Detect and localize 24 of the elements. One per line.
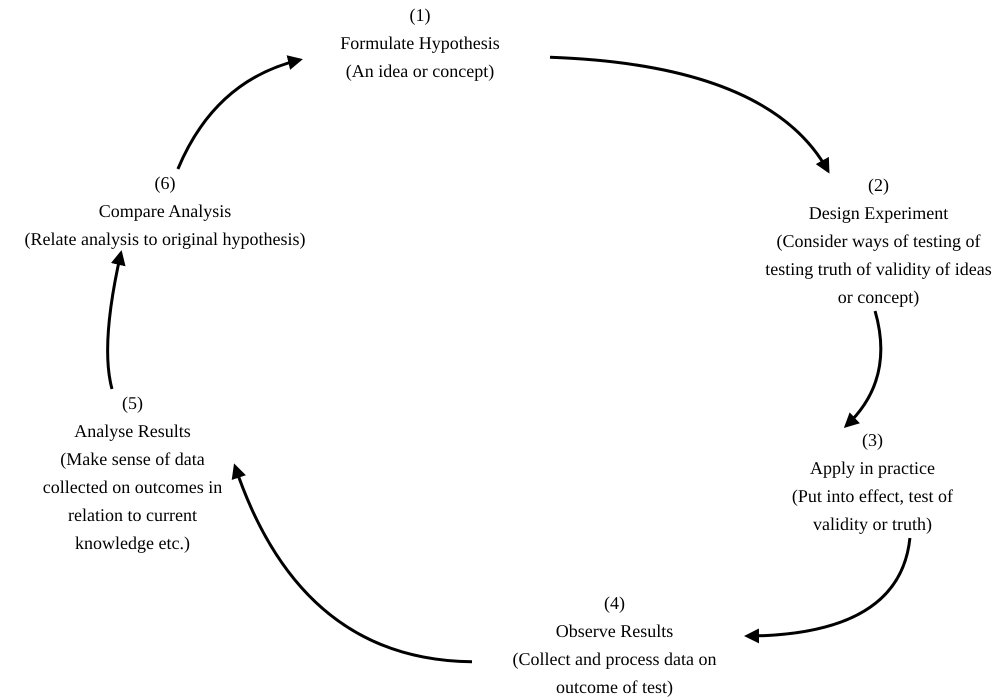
step-number: (4) <box>603 592 626 615</box>
curved-arrow <box>744 538 912 644</box>
step-description: (Consider ways of testing of testing truth of validity of ideas or concept) <box>764 230 993 309</box>
curved-arrow <box>844 310 882 428</box>
step-title: Formulate Hypothesis <box>339 32 501 55</box>
step-description: (Make sense of data collected on outcomes in relation to current knowledge etc.) <box>42 448 224 555</box>
step-description: (An idea or concept) <box>344 60 496 83</box>
curved-arrow <box>106 250 126 390</box>
step-title: Apply in practice <box>809 457 936 480</box>
step-number: (6) <box>154 172 176 195</box>
step-title: Design Experiment <box>808 202 950 225</box>
step-description: (Relate analysis to original hypothesis) <box>24 228 306 251</box>
step-title: Observe Results <box>554 620 674 643</box>
curved-arrow <box>176 56 303 170</box>
curved-arrow <box>232 463 472 664</box>
step-number: (1) <box>408 4 432 27</box>
step-number: (3) <box>861 429 884 452</box>
step-number: (5) <box>121 392 144 415</box>
curved-arrow <box>550 56 830 174</box>
step-title: Compare Analysis <box>98 200 232 223</box>
step-number: (2) <box>867 174 890 197</box>
step-description: (Collect and process data on outcome of test) <box>512 648 718 698</box>
step-description: (Put into effect, test of validity or truth) <box>790 485 954 536</box>
step-title: Analyse Results <box>73 420 192 443</box>
